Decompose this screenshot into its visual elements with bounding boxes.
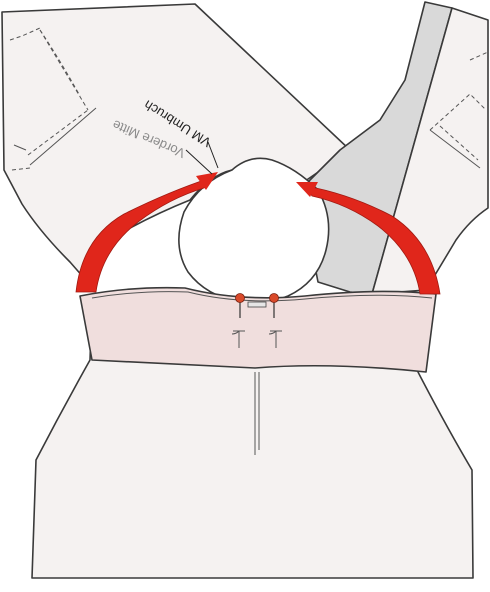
neck-band — [80, 288, 436, 372]
pin-clip — [248, 302, 266, 307]
